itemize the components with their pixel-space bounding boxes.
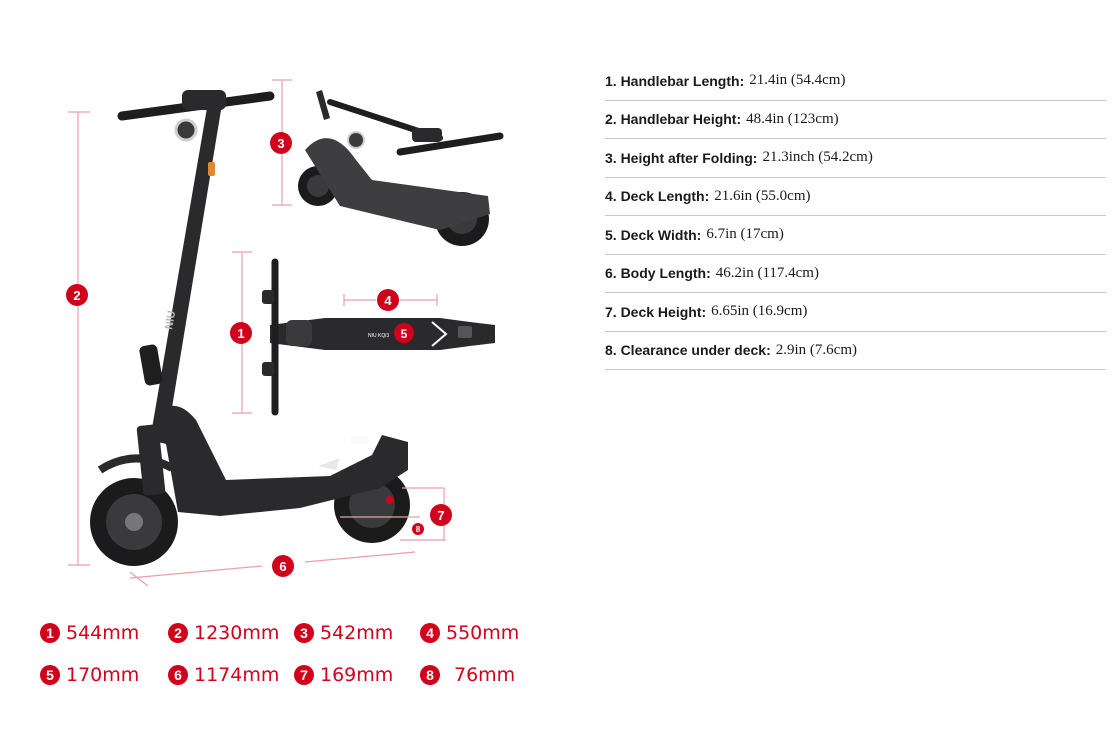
legend-number-badge: 8 (420, 665, 440, 685)
legend-number-badge: 6 (168, 665, 188, 685)
legend-value: 1174mm (194, 664, 280, 686)
svg-text:1: 1 (237, 326, 244, 341)
scooter-side-view: NIU (90, 90, 410, 566)
spec-value: 2.9in (7.6cm) (775, 341, 857, 358)
legend-value: 544mm (66, 622, 140, 644)
legend-item-5: 5 170mm (40, 664, 139, 686)
scooter-dimension-diagram: NIU (40, 79, 519, 686)
legend-value: 1230mm (194, 622, 280, 644)
spec-row-deck-width: 5. Deck Width: 6.7in (17cm) (605, 216, 1106, 255)
spec-label: 1. Handlebar Length: (605, 72, 745, 89)
svg-text:8: 8 (416, 525, 421, 534)
spec-value: 48.4in (123cm) (746, 110, 839, 127)
legend-item-8: 8 76mm (420, 664, 515, 686)
callout-2: 2 (66, 284, 88, 306)
dimension-4-line (343, 294, 438, 306)
legend-value: 170mm (66, 664, 140, 686)
spec-value: 21.4in (54.4cm) (749, 72, 846, 89)
dimension-2-line (68, 111, 90, 566)
callout-7: 7 (430, 504, 452, 526)
rear-brake-light (386, 496, 394, 504)
legend-number-badge: 1 (40, 623, 60, 643)
spec-value: 21.6in (55.0cm) (714, 187, 811, 204)
callout-5: 5 (394, 323, 414, 343)
spec-label: 2. Handlebar Height: (605, 111, 742, 128)
svg-text:3: 3 (277, 136, 284, 151)
callout-6: 6 (272, 555, 294, 577)
legend-value: 169mm (320, 664, 394, 686)
callout-3: 3 (270, 132, 292, 154)
stem (150, 102, 222, 444)
spec-value: 46.2in (117.4cm) (715, 264, 819, 281)
legend-item-6: 6 1174mm (168, 664, 279, 686)
callout-8: 8 (412, 523, 424, 535)
legend-value: 76mm (454, 664, 516, 686)
spec-label: 8. Clearance under deck: (605, 342, 771, 359)
spec-row-height-after-folding: 3. Height after Folding: 21.3inch (54.2c… (605, 139, 1106, 178)
svg-text:7: 7 (437, 508, 444, 523)
legend-item-1: 1 544mm (40, 622, 139, 644)
legend-item-4: 4 550mm (420, 622, 519, 644)
spec-row-handlebar-length: 1. Handlebar Length: 21.4in (54.4cm) (605, 62, 1106, 101)
svg-text:6: 6 (279, 559, 286, 574)
dimension-6-line (129, 551, 416, 587)
svg-text:2: 2 (73, 288, 80, 303)
deck (160, 405, 408, 516)
scooter-top-view: NIU KQi3 (262, 258, 495, 416)
headlight (174, 118, 198, 142)
spec-value: 6.65in (16.9cm) (711, 303, 808, 320)
spec-list: 1. Handlebar Length: 21.4in (54.4cm) 2. … (605, 62, 1106, 370)
stem-logo: NIU (163, 310, 178, 331)
spec-label: 3. Height after Folding: (605, 149, 758, 166)
spec-row-clearance-under-deck: 8. Clearance under deck: 2.9in (7.6cm) (605, 332, 1106, 370)
callout-1: 1 (230, 322, 252, 344)
spec-label: 5. Deck Width: (605, 226, 702, 243)
scooter-illustration: NIU (66, 79, 504, 587)
legend-number-badge: 3 (294, 623, 314, 643)
legend-number-badge: 4 (420, 623, 440, 643)
spec-value: 6.7in (17cm) (706, 226, 784, 243)
spec-label: 4. Deck Length: (605, 188, 710, 205)
spec-row-deck-length: 4. Deck Length: 21.6in (55.0cm) (605, 178, 1106, 216)
legend-item-3: 3 542mm (294, 622, 393, 644)
scooter-folded-view (298, 90, 504, 246)
legend-value: 542mm (320, 622, 394, 644)
legend-number-badge: 7 (294, 665, 314, 685)
legend-item-7: 7 169mm (294, 664, 393, 686)
legend-number-badge: 5 (40, 665, 60, 685)
legend-item-2: 2 1230mm (168, 622, 279, 644)
spec-row-body-length: 6. Body Length: 46.2in (117.4cm) (605, 255, 1106, 293)
deck-brand-text: NIU KQi3 (368, 333, 389, 339)
spec-label: 7. Deck Height: (605, 303, 707, 320)
svg-text:4: 4 (384, 293, 392, 308)
spec-row-deck-height: 7. Deck Height: 6.65in (16.9cm) (605, 293, 1106, 332)
spec-label: 6. Body Length: (605, 265, 711, 282)
legend-number-badge: 2 (168, 623, 188, 643)
spec-value: 21.3inch (54.2cm) (762, 149, 873, 166)
callout-4: 4 (377, 289, 399, 311)
spec-row-handlebar-height: 2. Handlebar Height: 48.4in (123cm) (605, 101, 1106, 139)
svg-text:5: 5 (401, 327, 408, 341)
legend-value: 550mm (446, 622, 520, 644)
